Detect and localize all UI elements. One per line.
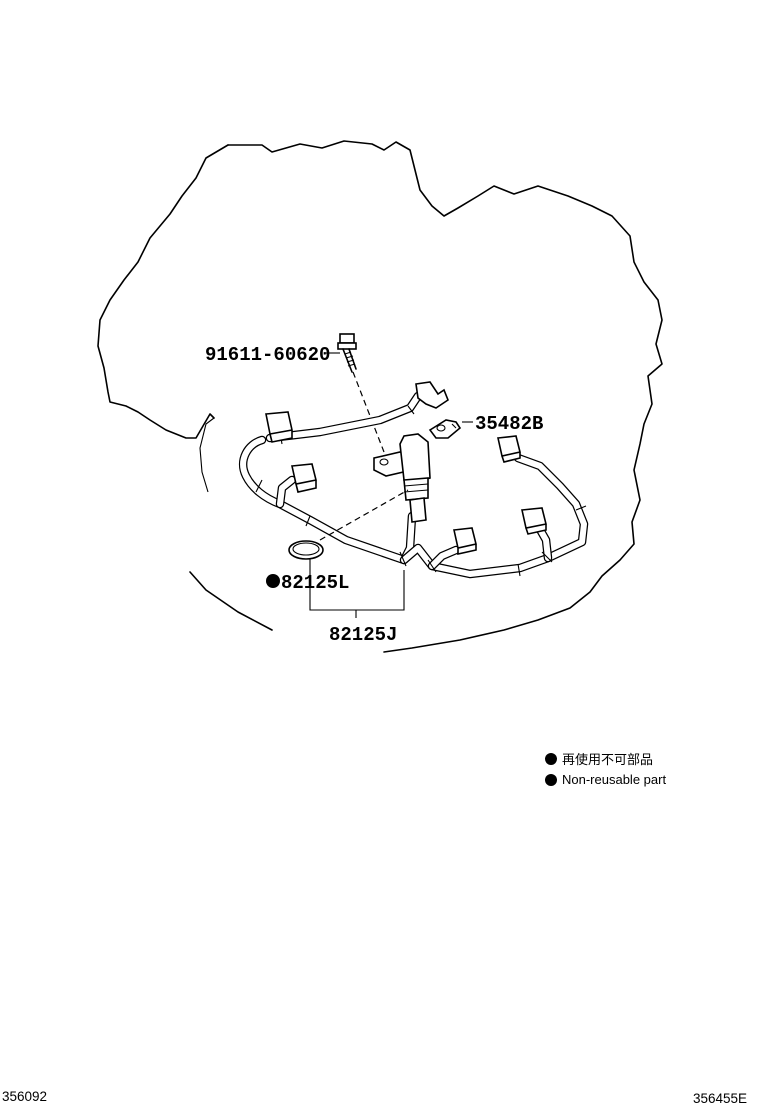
legend-row-jp: 再使用不可部品 bbox=[545, 748, 666, 769]
legend: 再使用不可部品 Non-reusable part bbox=[545, 748, 666, 790]
legend-text-en: Non-reusable part bbox=[562, 772, 667, 787]
transmission-outline-upper-left bbox=[97, 144, 229, 439]
bolt-part-label: 91611-60620 bbox=[205, 344, 330, 366]
figure-code-right: 356455E bbox=[693, 1091, 748, 1106]
harness-part-label: 82125J bbox=[329, 624, 397, 646]
gasket-install-line bbox=[319, 489, 409, 541]
legend-row-en: Non-reusable part bbox=[545, 769, 666, 790]
housing-edge bbox=[199, 417, 215, 493]
non-reusable-dot-icon bbox=[545, 773, 557, 786]
legend-text-jp: 再使用不可部品 bbox=[562, 752, 654, 767]
bolt-part bbox=[337, 333, 357, 373]
non-reusable-dot-icon bbox=[545, 752, 557, 765]
transmission-outline bbox=[227, 140, 663, 653]
gasket-ring-part bbox=[288, 540, 324, 560]
clamp-part-label: 35482B bbox=[475, 413, 543, 435]
wire-harness bbox=[238, 391, 589, 579]
assembly-bracket bbox=[309, 558, 405, 611]
transmission-outline-left bbox=[189, 571, 273, 631]
speed-sensor bbox=[373, 433, 431, 523]
bolt-install-line bbox=[352, 371, 385, 453]
clamp-part bbox=[428, 419, 462, 439]
gasket-part-label: 82125L bbox=[281, 572, 349, 594]
figure-code-left: 356092 bbox=[2, 1089, 48, 1104]
harness-connectors bbox=[265, 381, 547, 555]
non-reusable-dot bbox=[266, 574, 280, 588]
